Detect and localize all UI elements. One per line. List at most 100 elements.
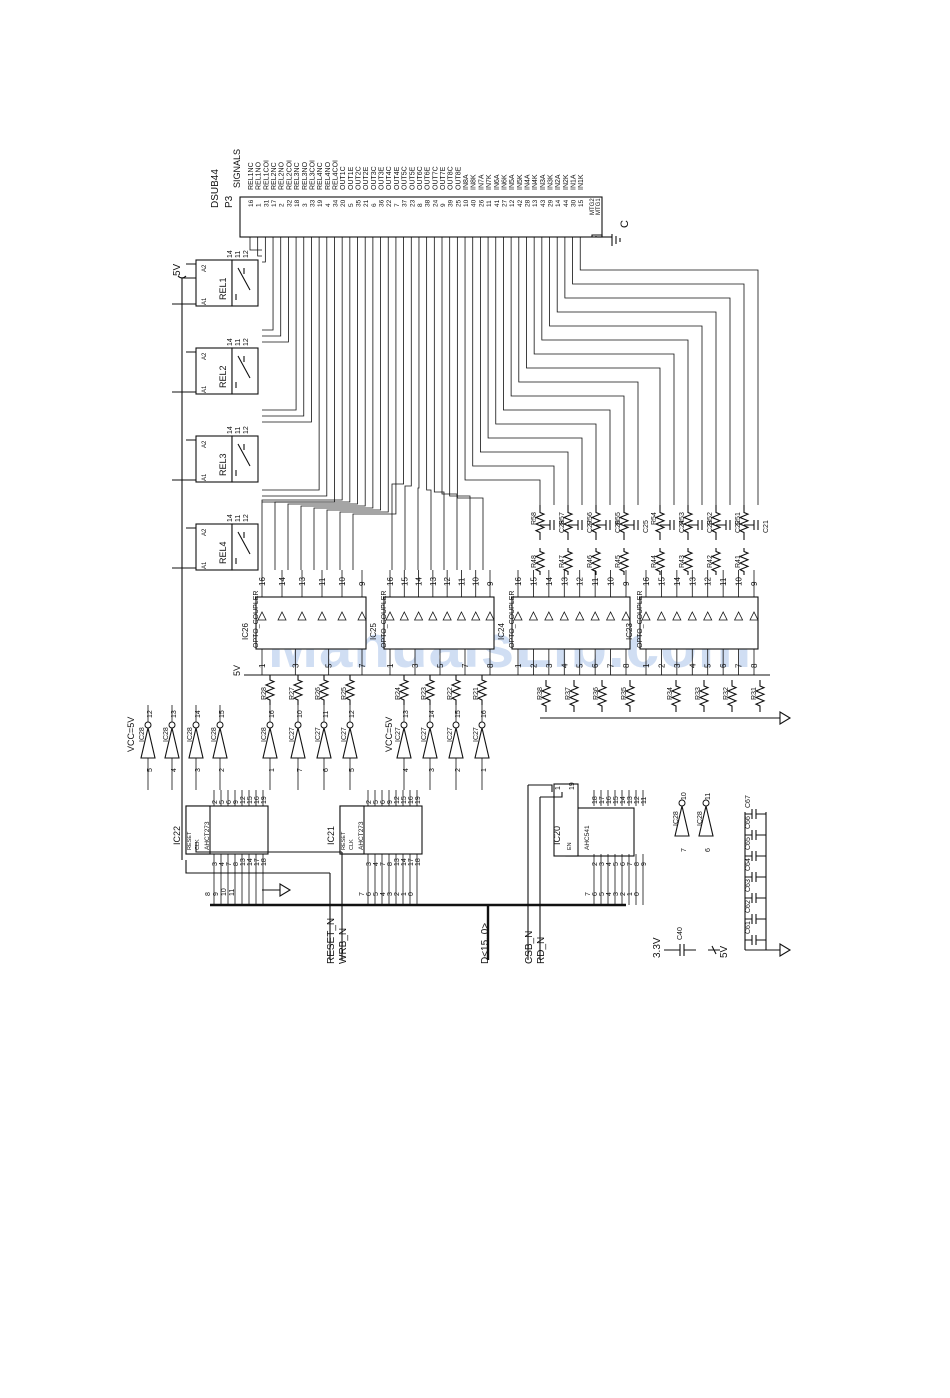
opto-top-pin-11: 11: [591, 577, 600, 586]
latch-ref: IC20: [552, 826, 562, 845]
latch-in-pin-8: 8: [387, 862, 394, 866]
capacitor-C63: [745, 893, 766, 903]
relay-pin-12: 12: [243, 514, 250, 522]
opto-element-icon: [749, 611, 759, 621]
connector-pin-15: 15: [578, 199, 585, 207]
opto-ref: IC26: [241, 623, 250, 640]
relay-pin-12: 12: [243, 338, 250, 346]
ground-symbols: [262, 711, 792, 957]
opto-element-icon: [513, 611, 523, 621]
connector-wire-OUT3E: [326, 237, 381, 570]
opto-bottom-pin-2: 2: [529, 663, 538, 668]
inverter-out-pin: 14: [429, 710, 436, 718]
latch-bus-tap-0: 0: [408, 892, 415, 896]
resistor-R24: [398, 675, 410, 705]
resistor-R51: [738, 505, 750, 540]
relay-pin-11: 11: [235, 251, 242, 258]
latch-ctl-EN: EN: [567, 842, 573, 850]
inverter-in-pin: 1: [269, 768, 276, 772]
resistor-R22: [450, 675, 462, 705]
opto-element-icon: [257, 611, 267, 621]
resistor-R44: [654, 548, 666, 575]
resistor-R38: [540, 680, 552, 712]
connector-pin-44: 44: [563, 199, 570, 207]
latch-in-pin-4: 4: [373, 862, 380, 866]
relay-contact-icon: [235, 267, 251, 300]
resistor-label-R44: R44: [651, 555, 658, 568]
latch-ctl-CLK: CLK: [195, 839, 201, 850]
connector-wire-REL2COI: [262, 237, 289, 343]
reset-clk-to-ic22: [185, 842, 342, 874]
latch-out-pin-16: 16: [408, 796, 415, 804]
resistor-R37: [568, 680, 580, 712]
data-bus: [185, 784, 626, 960]
latch-ctrl-section: [339, 805, 365, 855]
latch-bus-tap-4: 4: [606, 892, 613, 896]
connector-signal-IN4K: IN4K: [532, 174, 539, 190]
connector-pin-7: 7: [394, 203, 401, 207]
latch-bus-tap-2: 2: [620, 892, 627, 896]
inverter-ref: IC28: [163, 727, 170, 742]
resistor-label-R27: R27: [289, 687, 296, 700]
resistor-R33: [698, 680, 710, 712]
inverter-bubble-icon: [216, 721, 224, 729]
opto-element-icon: [559, 611, 569, 621]
connector-signal-REL1NC: REL1NC: [248, 162, 255, 190]
connector-wires: [249, 237, 759, 570]
relay-pin-11: 11: [235, 515, 242, 522]
resistor-label-R24: R24: [395, 687, 402, 700]
latch-bus-tap-3: 3: [387, 892, 394, 896]
resistor-label-R31: R31: [751, 687, 758, 700]
opto-element-icon: [413, 611, 424, 621]
latch-in-pin-13: 13: [240, 858, 247, 866]
latch-in-pin-17: 17: [408, 858, 415, 866]
resistor-R54: [654, 505, 666, 540]
connector-signal-IN8K: IN8K: [471, 174, 478, 190]
relay-contact-icon: [235, 531, 251, 564]
csb-rd-wires: [527, 785, 541, 960]
connector-wire-REL1NO: [257, 237, 262, 257]
pullup-ground-icon: [752, 711, 792, 725]
opto-element-icon: [528, 611, 539, 621]
latch-out-pin-9: 9: [387, 800, 394, 804]
opto-bottom-pin-2: 2: [657, 663, 666, 668]
connector-pin-28: 28: [524, 199, 531, 207]
connector-pin-27: 27: [501, 199, 508, 207]
connector-pin-29: 29: [548, 199, 555, 207]
relay-coil-wires: [172, 527, 196, 569]
relay-pin-14: 14: [227, 250, 234, 258]
connector-wire-OUT5E: [404, 237, 412, 570]
connector-signal-REL3NO: REL3NO: [302, 161, 309, 190]
connector-signal-REL1COI: REL1COI: [263, 160, 270, 190]
inverter-in-pin: 3: [429, 768, 436, 772]
latch-in-pin-7: 7: [226, 862, 233, 866]
latch-out-pin-14: 14: [620, 796, 627, 804]
opto-top-pin-13: 13: [429, 577, 438, 586]
connector-signal-REL2COI: REL2COI: [286, 160, 293, 190]
latch-bus-tap-10: 10: [221, 888, 228, 896]
capacitor-label-C61: C61: [745, 921, 752, 934]
connector-signal-REL3NC: REL3NC: [294, 162, 301, 190]
opto-top-pin-9: 9: [750, 581, 759, 586]
connector-signal-REL3COI: REL3COI: [309, 160, 316, 190]
opto-top-pin-14: 14: [278, 577, 287, 586]
connector-pin-16: 16: [248, 199, 255, 207]
inverter-out-pin: 15: [455, 710, 462, 718]
connector-wire-OUT5C: [391, 237, 404, 570]
opto-element-icon: [621, 611, 631, 621]
opto-top-pin-9: 9: [622, 581, 631, 586]
opto-ref: IC25: [369, 623, 378, 640]
opto-top-pin-9: 9: [486, 581, 495, 586]
opto-type: OPTO_COUPLER: [637, 591, 644, 648]
latch-out-pin-9: 9: [233, 800, 240, 804]
relay-pin-14: 14: [227, 338, 234, 346]
inverter-bubble-icon: [144, 721, 152, 729]
opto-bottom-pin-7: 7: [607, 663, 616, 668]
connector-wire-IN6A: [495, 237, 597, 505]
inverter-in-pin: 5: [349, 768, 356, 772]
capacitor-label-C27: C27: [587, 520, 594, 533]
